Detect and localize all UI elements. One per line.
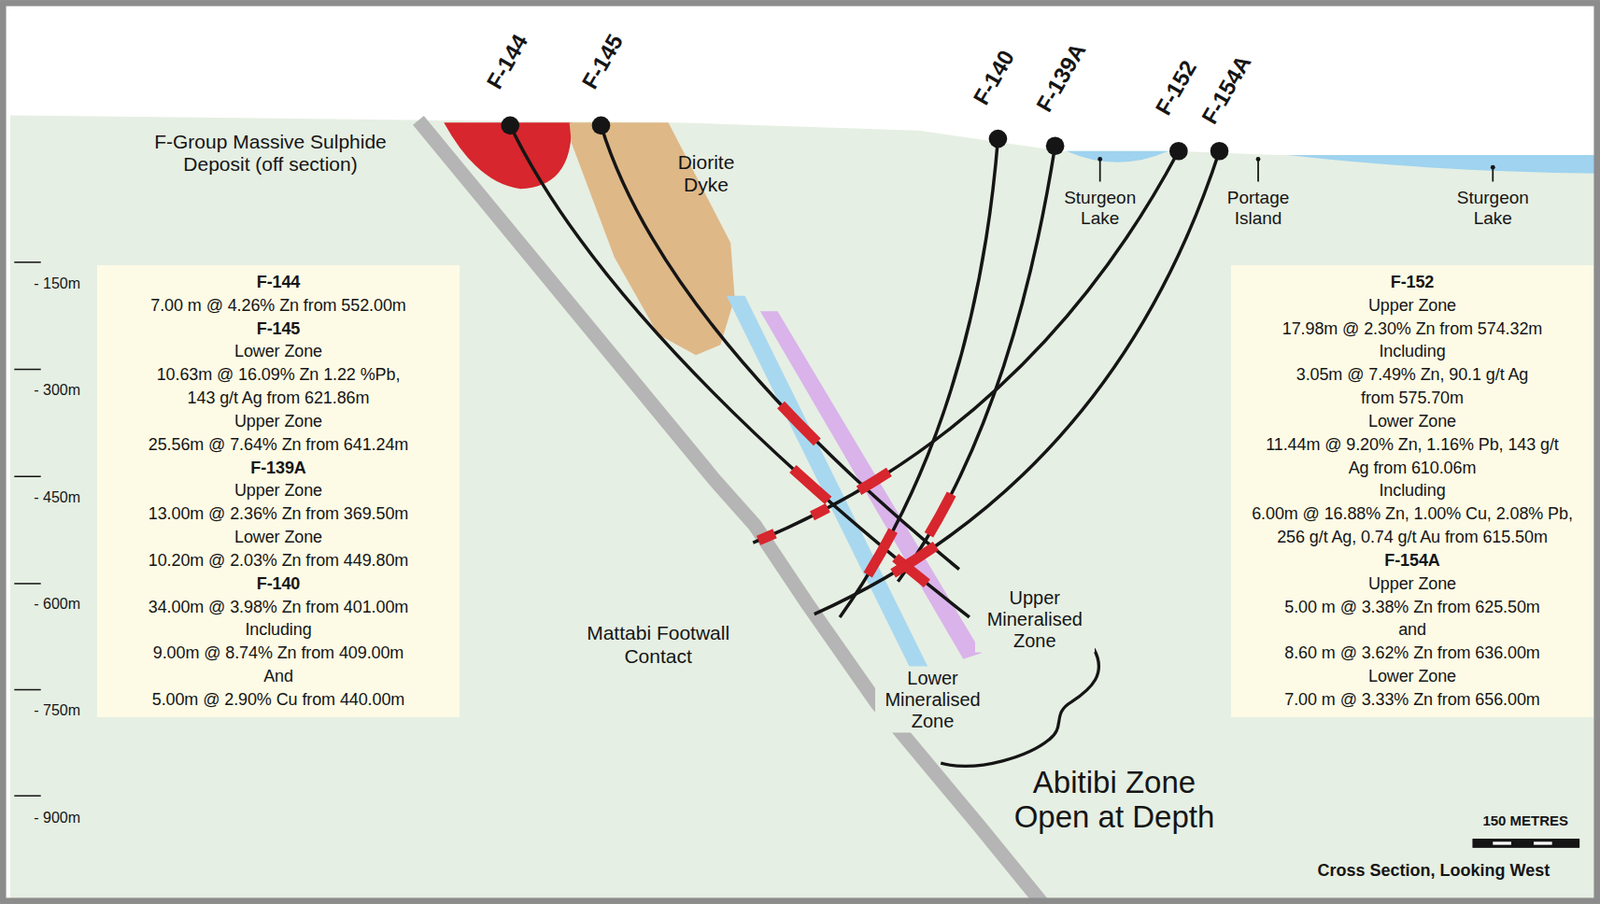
assay-text: Upper Zone	[1236, 572, 1588, 596]
drill-collar	[1046, 136, 1065, 156]
lake-water	[1288, 155, 1600, 174]
mineral-intercept	[814, 151, 1220, 615]
assay-text: 6.00m @ 16.88% Zn, 1.00% Cu, 2.08% Pb, 2…	[1247, 502, 1577, 550]
assay-text: Lower Zone	[1236, 665, 1588, 689]
deposit-label: F-Group Massive Sulphide Deposit (off se…	[126, 130, 416, 176]
view-caption: Cross Section, Looking West	[1317, 861, 1551, 881]
drill-collar	[989, 129, 1008, 149]
assay-text: Lower Zone	[102, 525, 454, 550]
hole-heading: F-154A	[1236, 549, 1588, 573]
assay-text: Lower Zone	[1236, 410, 1588, 434]
result-panel: F-152Upper Zone17.98m @ 2.30% Zn from 57…	[1231, 265, 1594, 718]
mineral-intercept	[752, 151, 1179, 544]
drill-collar	[500, 116, 520, 136]
assay-text: 8.60 m @ 3.62% Zn from 636.00m	[1236, 641, 1588, 666]
scale-bar-segment	[1492, 841, 1512, 845]
depth-label: - 900m	[33, 809, 81, 827]
depth-label: - 300m	[33, 382, 81, 399]
drill-collar	[1210, 141, 1230, 161]
assay-text: Upper Zone	[102, 410, 454, 434]
assay-text: 5.00 m @ 3.38% Zn from 625.50m	[1236, 595, 1588, 620]
ground	[10, 114, 1600, 904]
assay-text: 34.00m @ 3.98% Zn from 401.00m	[102, 595, 454, 620]
contact-label: Mattabi Footwall Contact	[562, 621, 755, 668]
hole-heading: F-139A	[102, 456, 454, 481]
assay-text: and	[1236, 618, 1588, 642]
drill-collar	[1169, 141, 1189, 161]
drill-holes	[509, 125, 1219, 618]
footwall-contact	[418, 120, 1044, 904]
hole-heading: F-144	[102, 270, 454, 295]
hole-heading: F-152	[1236, 270, 1588, 295]
assay-text: 10.63m @ 16.09% Zn 1.22 %Pb, 143 g/t Ag …	[145, 363, 411, 411]
pointer-dot	[1256, 156, 1261, 162]
tick	[14, 689, 41, 692]
assay-text: 25.56m @ 7.64% Zn from 641.24m	[102, 433, 454, 457]
pointer-dot	[1097, 156, 1103, 162]
assay-text: 3.05m @ 7.49% Zn, 90.1 g/t Ag from 575.7…	[1289, 363, 1535, 411]
mineral-intercept	[752, 151, 1179, 544]
island-label: Portage Island	[1216, 187, 1301, 229]
assay-text: Lower Zone	[102, 339, 454, 364]
assay-text: 10.20m @ 2.03% Zn from 449.80m	[102, 549, 454, 573]
assay-text: 7.00 m @ 4.26% Zn from 552.00m	[102, 294, 454, 318]
assay-text: 13.00m @ 2.36% Zn from 369.50m	[102, 502, 454, 526]
lake-label: Sturgeon Lake	[1445, 187, 1540, 229]
drill-hole	[814, 151, 1220, 615]
lake-label: Sturgeon Lake	[1053, 187, 1147, 229]
tick	[14, 475, 41, 478]
mineral-intercept	[600, 125, 959, 569]
mineral-intercept	[839, 139, 998, 618]
zone-title: Abitibi Zone Open at Depth	[992, 764, 1236, 836]
assay-text: 5.00m @ 2.90% Cu from 440.00m	[102, 688, 454, 712]
leader-line	[1099, 158, 1102, 182]
depth-label: - 750m	[33, 702, 81, 720]
mineral-intercept	[897, 145, 1055, 581]
assay-text: Including	[1236, 479, 1588, 503]
assay-text: 9.00m @ 8.74% Zn from 409.00m	[102, 641, 454, 666]
tick	[14, 794, 41, 797]
lower-mineralised-zone	[726, 296, 929, 669]
scale-label: 150 METRES	[1482, 813, 1569, 830]
lake-water	[1066, 151, 1169, 163]
mineral-intercept	[509, 125, 970, 618]
result-panel: F-1447.00 m @ 4.26% Zn from 552.00mF-145…	[97, 265, 460, 718]
mineral-intercept	[509, 125, 970, 618]
depth-label: - 600m	[33, 595, 81, 613]
zone-label: Upper Mineralised Zone	[975, 586, 1095, 653]
assay-text: Including	[102, 618, 454, 642]
collars	[500, 116, 1229, 161]
assay-text: 7.00 m @ 3.33% Zn from 656.00m	[1236, 688, 1588, 712]
tick	[14, 261, 41, 264]
scale-bar	[1472, 838, 1580, 849]
mineral-intercept	[752, 151, 1179, 544]
zone-label: Lower Mineralised Zone	[875, 666, 992, 734]
scale-bar-segment	[1533, 841, 1553, 845]
lake-pointers	[1100, 158, 1494, 182]
assay-text: 17.98m @ 2.30% Zn from 574.32m	[1236, 317, 1588, 341]
hole-heading: F-145	[102, 317, 454, 341]
drill-hole	[839, 139, 998, 618]
depth-label: - 450m	[33, 489, 81, 507]
hole-heading: F-140	[102, 572, 454, 596]
rock-label: Diorite Dyke	[664, 151, 749, 197]
drill-hole	[509, 125, 970, 618]
drill-collar	[592, 116, 611, 136]
leader-line	[1257, 158, 1260, 182]
intercepts	[509, 125, 1219, 618]
assay-text: 11.44m @ 9.20% Zn, 1.16% Pb, 143 g/t Ag …	[1255, 433, 1570, 481]
tick	[14, 582, 41, 585]
assay-text: Upper Zone	[102, 479, 454, 503]
assay-text: Upper Zone	[1236, 294, 1588, 318]
pointer-dot	[1490, 165, 1496, 170]
depth-label: - 150m	[33, 275, 81, 293]
tick	[14, 368, 41, 371]
assay-text: And	[102, 665, 454, 689]
pointer-dots	[1097, 156, 1495, 170]
assay-text: Including	[1236, 339, 1588, 364]
